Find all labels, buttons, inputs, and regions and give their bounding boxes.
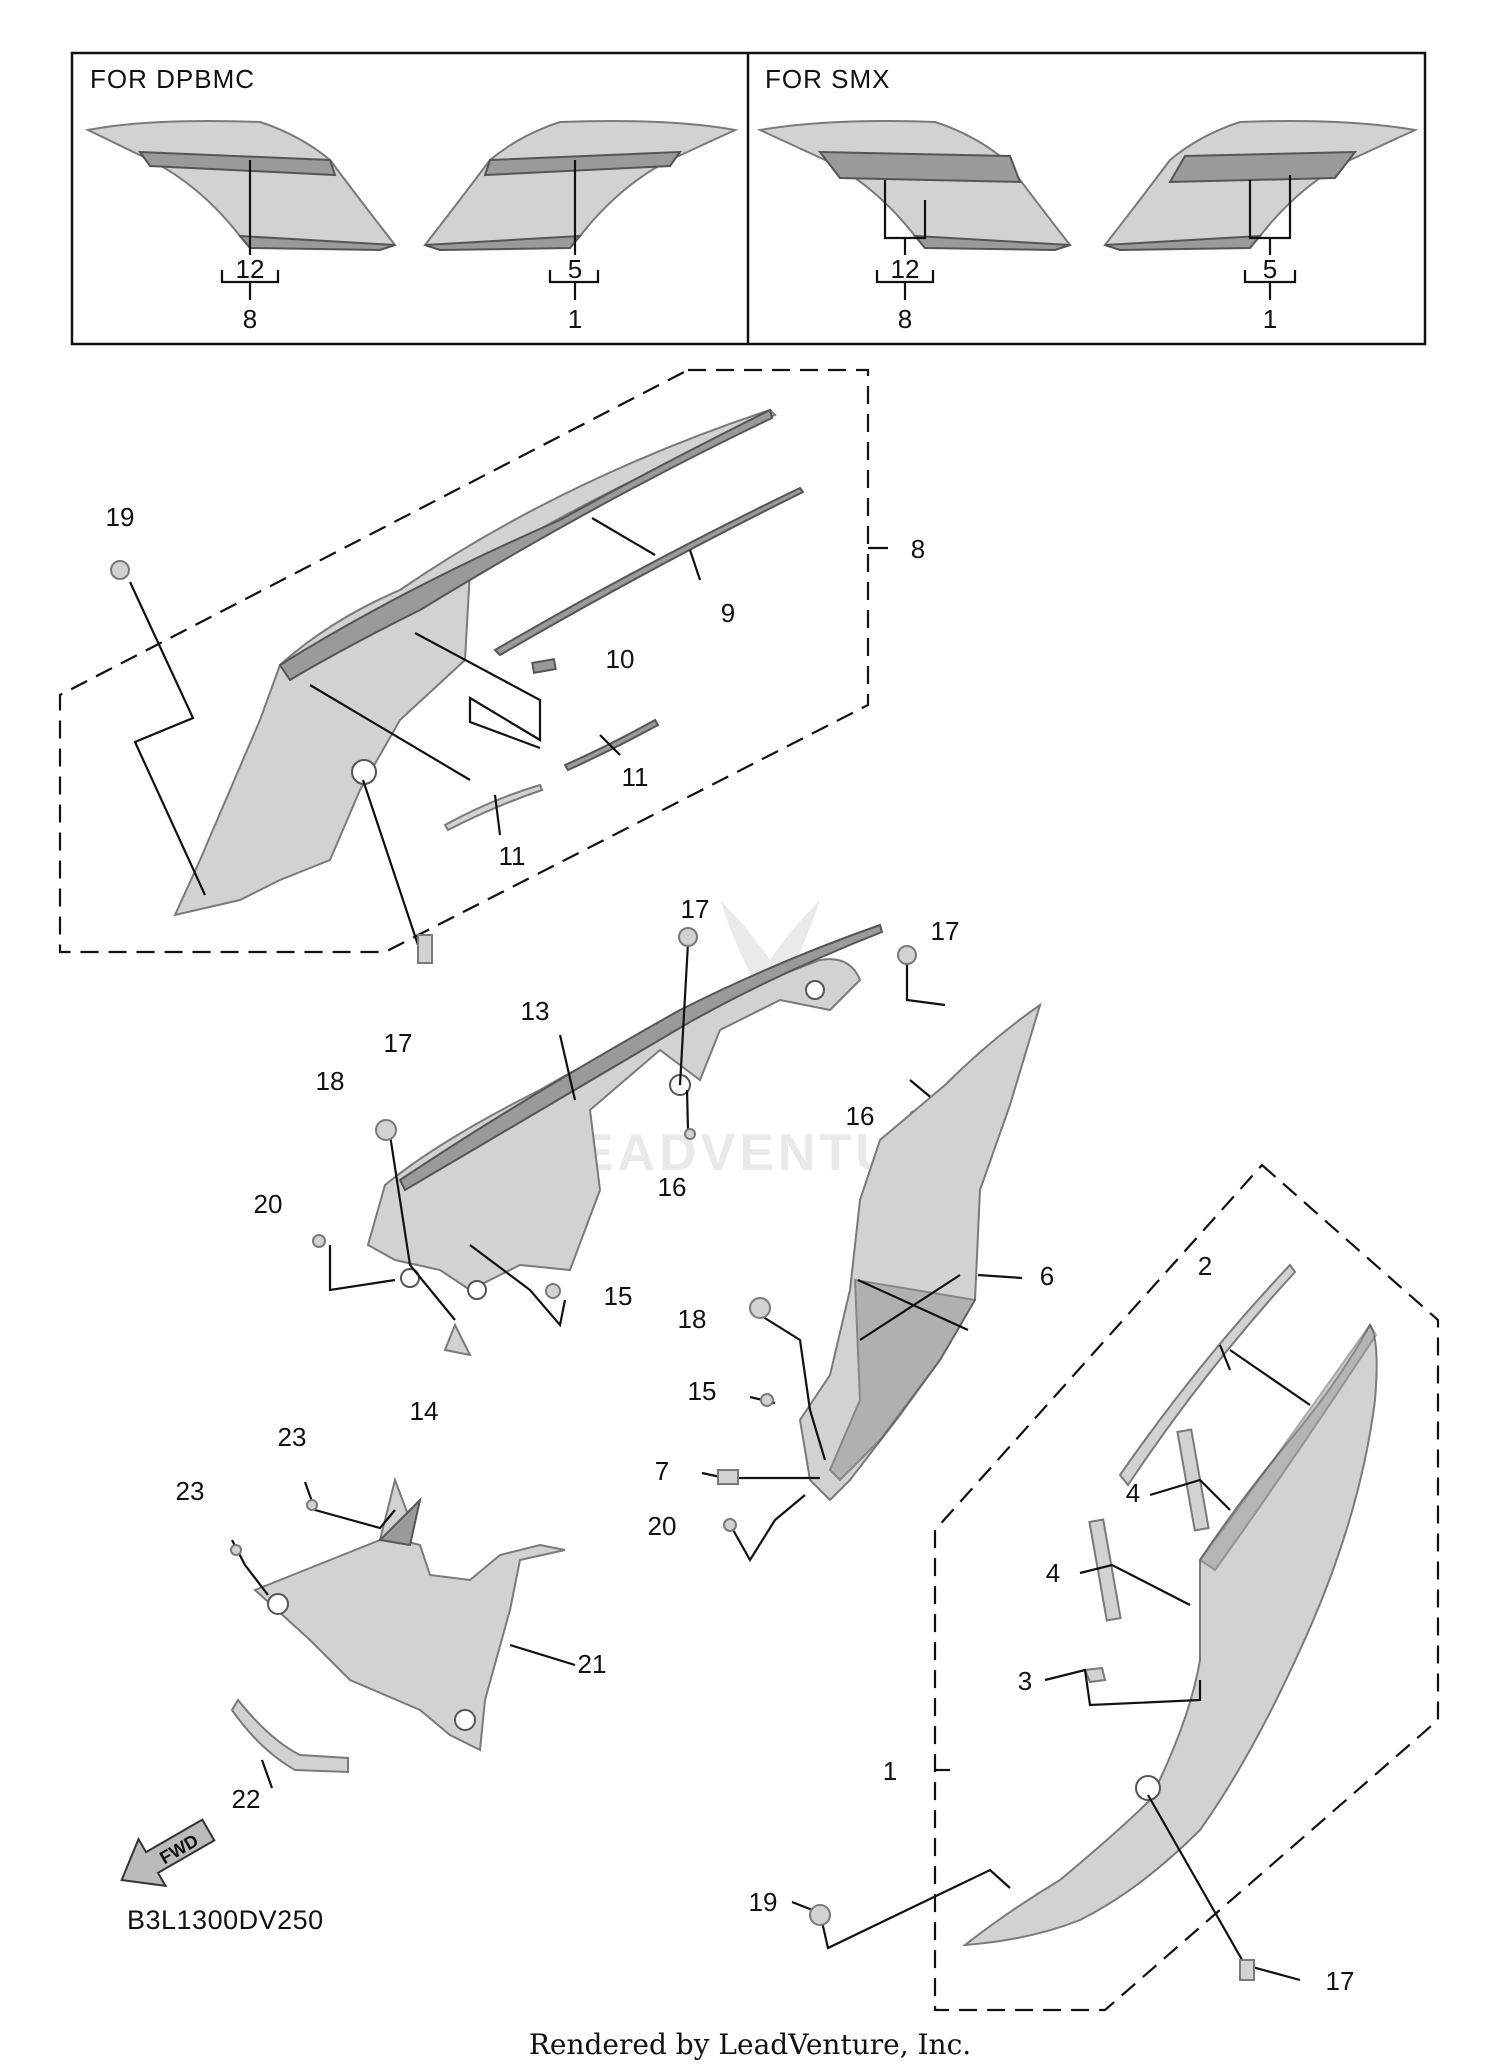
callout-11-b: 11 [499, 841, 526, 871]
part-2 [1118, 1263, 1297, 1487]
callout-22: 22 [232, 1784, 261, 1814]
callout-4-a: 4 [1126, 1478, 1140, 1508]
callout-18-a: 18 [316, 1066, 345, 1096]
panel-6-group [701, 1002, 1042, 1563]
callout-4-b: 4 [1046, 1558, 1060, 1588]
variant-smx-right-bottom: 1 [1263, 304, 1277, 334]
callout-11-a: 11 [622, 762, 649, 792]
panel-13-group [312, 923, 946, 1357]
part-22 [230, 1698, 349, 1774]
callout-23-b: 23 [176, 1476, 205, 1506]
callout-17-c: 17 [931, 916, 960, 946]
decal-dpbmc-left [84, 120, 397, 252]
decal-smx-right [1103, 120, 1419, 252]
diagram-code: B3L1300DV250 [127, 1905, 324, 1935]
assembly-8-group [58, 368, 888, 964]
callout-3: 3 [1018, 1666, 1032, 1696]
callout-20-a: 20 [254, 1189, 283, 1219]
variant-smx-right-top: 5 [1263, 254, 1277, 284]
callout-7: 7 [655, 1456, 669, 1486]
callout-17-b: 17 [681, 894, 710, 924]
callout-15-a: 15 [604, 1281, 633, 1311]
callout-21: 21 [578, 1649, 607, 1679]
decal-smx-left [756, 120, 1072, 252]
variant-box: FOR DPBMC FOR SMX [70, 51, 1427, 346]
callout-14: 14 [410, 1396, 439, 1426]
callout-10: 10 [606, 644, 635, 674]
callout-15-b: 15 [688, 1376, 717, 1406]
callout-1: 1 [883, 1756, 897, 1786]
variant-dpbmc-right-bottom: 1 [568, 304, 582, 334]
callout-19-bottom: 19 [749, 1887, 778, 1917]
callout-19-top: 19 [106, 502, 135, 532]
callout-17-d: 17 [1326, 1966, 1355, 1996]
variant-dpbmc-left-bottom: 8 [243, 304, 257, 334]
callout-6: 6 [1040, 1261, 1054, 1291]
part-panel-6 [798, 1002, 1042, 1502]
callout-16-b: 16 [658, 1172, 687, 1202]
panel-21-group [230, 1476, 576, 1789]
variant-dpbmc-left-top: 12 [236, 254, 265, 284]
callout-18-b: 18 [678, 1304, 707, 1334]
callout-16-a: 16 [846, 1101, 875, 1131]
callout-20-b: 20 [648, 1511, 677, 1541]
variant-smx-left-bottom: 8 [898, 304, 912, 334]
variant-leaders [220, 160, 1297, 300]
variant-title-dpbmc: FOR DPBMC [90, 64, 255, 94]
variant-title-smx: FOR SMX [765, 64, 890, 94]
part-side-cowling-8 [173, 408, 777, 917]
callout-13: 13 [521, 996, 550, 1026]
variant-smx-left-top: 12 [891, 254, 920, 284]
callout-17-a: 17 [384, 1028, 413, 1058]
callout-2: 2 [1198, 1251, 1212, 1281]
callout-8: 8 [911, 534, 925, 564]
forward-arrow-icon: FWD [120, 1818, 216, 1888]
callout-9: 9 [721, 598, 735, 628]
footer-credit: Rendered by LeadVenture, Inc. [529, 2028, 971, 2061]
variant-dpbmc-right-top: 5 [568, 254, 582, 284]
decal-dpbmc-right [423, 120, 739, 252]
callout-23-a: 23 [278, 1422, 307, 1452]
assembly-1-group [791, 1163, 1440, 2012]
